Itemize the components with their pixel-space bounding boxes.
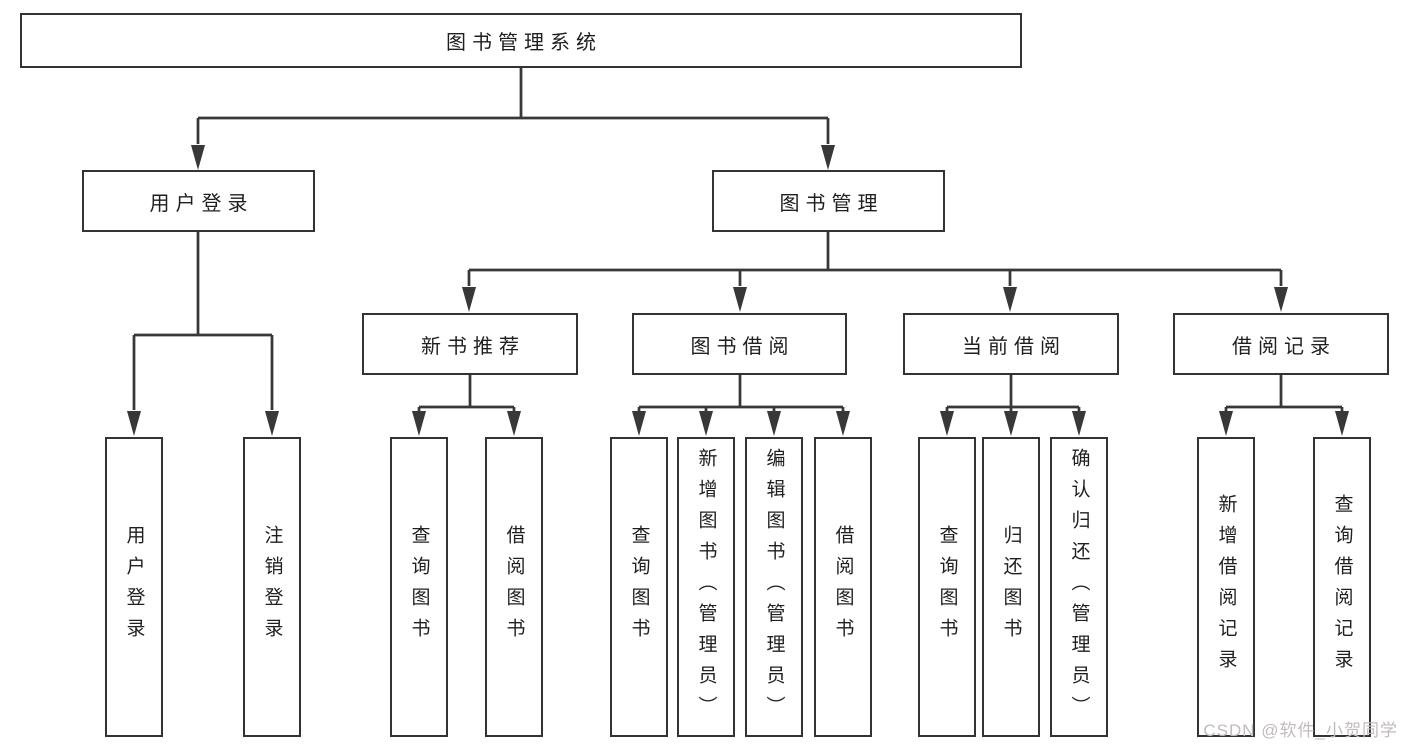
node-rec-borrow-book: 借阅图书 [485, 437, 543, 737]
node-book-borrowing: 图书借阅 [632, 313, 847, 375]
node-bb-query-book: 查询图书 [610, 437, 668, 737]
node-cb-return-book: 归还图书 [982, 437, 1040, 737]
node-bb-edit-book: 编辑图书（管理员） [745, 437, 803, 737]
node-rec-query-book: 查询图书 [390, 437, 448, 737]
node-user-login: 用户登录 [82, 170, 315, 232]
node-borrow-records: 借阅记录 [1173, 313, 1389, 375]
node-current-borrowing: 当前借阅 [903, 313, 1119, 375]
node-new-book-recommend: 新书推荐 [362, 313, 578, 375]
node-br-query-record: 查询借阅记录 [1313, 437, 1371, 737]
node-bb-borrow-book: 借阅图书 [814, 437, 872, 737]
node-bb-add-book: 新增图书（管理员） [677, 437, 735, 737]
node-logout: 注销登录 [243, 437, 301, 737]
node-cb-query-book: 查询图书 [918, 437, 976, 737]
node-root: 图书管理系统 [20, 13, 1022, 68]
node-br-add-record: 新增借阅记录 [1197, 437, 1255, 737]
csdn-watermark: CSDN @软件_小贺同学 [1203, 721, 1398, 740]
node-book-management: 图书管理 [712, 170, 945, 232]
node-login: 用户登录 [105, 437, 163, 737]
node-cb-confirm-return: 确认归还（管理员） [1050, 437, 1108, 737]
